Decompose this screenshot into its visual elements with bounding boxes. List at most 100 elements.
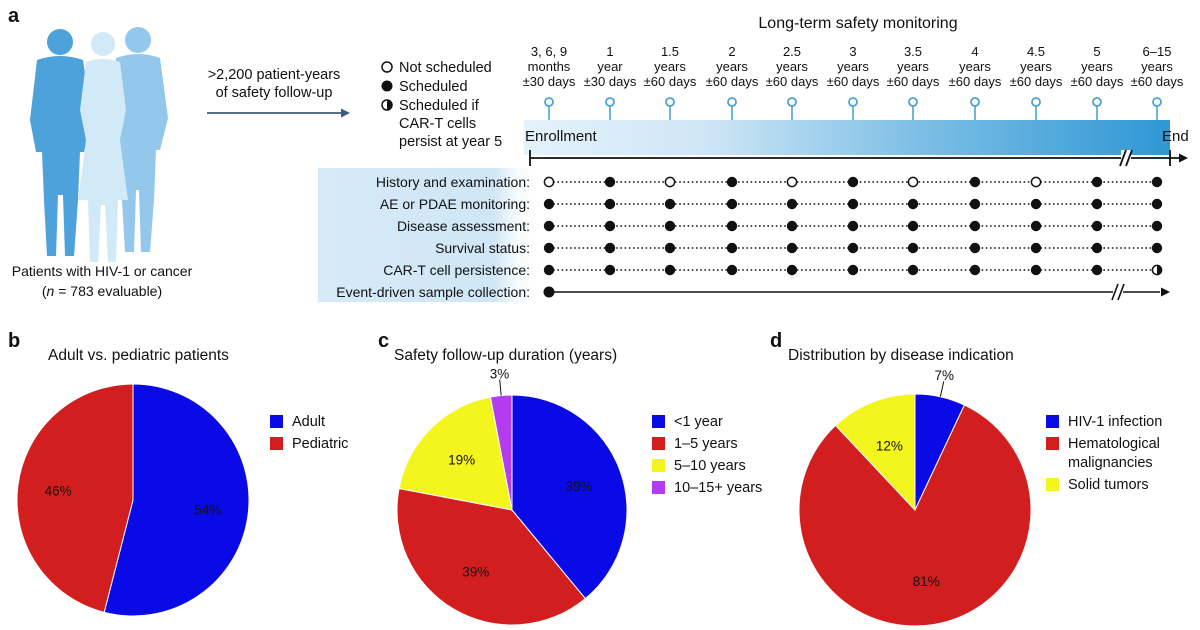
scheduled-dot-icon bbox=[726, 264, 738, 276]
legend-swatch bbox=[652, 481, 665, 494]
not-scheduled-dot-icon bbox=[907, 176, 919, 188]
schedule-row-label: Survival status: bbox=[435, 240, 530, 256]
timepoint-text: years bbox=[897, 59, 929, 74]
pie-title: Safety follow-up duration (years) bbox=[394, 347, 617, 364]
timepoint-text: years bbox=[1020, 59, 1052, 74]
scheduled-dot-icon bbox=[1151, 176, 1163, 188]
legend-swatch bbox=[1046, 478, 1059, 491]
enrollment-label: Enrollment bbox=[525, 128, 598, 145]
schedule-row-label: History and examination: bbox=[376, 174, 530, 190]
timepoint-text: ±30 days bbox=[584, 74, 637, 89]
scheduled-dot-icon bbox=[664, 220, 676, 232]
followup-line1: >2,200 patient-years bbox=[208, 67, 341, 83]
schedule-row-band bbox=[318, 168, 538, 302]
timepoint-text: 2.5 bbox=[783, 44, 801, 59]
scheduled-dot-icon bbox=[786, 242, 798, 254]
timepoint-text: 4.5 bbox=[1027, 44, 1045, 59]
not-scheduled-dot-icon bbox=[664, 176, 676, 188]
scheduled-dot-icon bbox=[726, 220, 738, 232]
scheduled-dot-icon bbox=[907, 264, 919, 276]
timepoint-text: 3 bbox=[849, 44, 856, 59]
timepoint-text: 1 bbox=[606, 44, 613, 59]
scheduled-dot-icon bbox=[543, 220, 555, 232]
timepoint-text: years bbox=[959, 59, 991, 74]
schedule-row-label: Disease assessment: bbox=[397, 218, 530, 234]
schedule-row-label: CAR-T cell persistence: bbox=[383, 262, 530, 278]
timepoint-text: ±60 days bbox=[644, 74, 697, 89]
pie-leader-line bbox=[939, 381, 945, 397]
legend-label: Adult bbox=[292, 414, 325, 430]
legend-conditional-line3: persist at year 5 bbox=[399, 134, 502, 150]
legend-not-scheduled: Not scheduled bbox=[399, 60, 492, 76]
scheduled-dot-icon bbox=[969, 264, 981, 276]
pie-title: Adult vs. pediatric patients bbox=[48, 347, 229, 364]
scheduled-dot-icon bbox=[907, 198, 919, 210]
timepoint-text: ±60 days bbox=[827, 74, 880, 89]
scheduled-dot-icon bbox=[543, 198, 555, 210]
pie-slice bbox=[834, 393, 916, 512]
followup-line2: of safety follow-up bbox=[216, 85, 333, 101]
timepoint-text: years bbox=[1081, 59, 1113, 74]
pin-head-icon bbox=[908, 97, 918, 107]
panel-label-a: a bbox=[8, 5, 20, 27]
event-row-line bbox=[543, 283, 1170, 301]
scheduled-dot-icon bbox=[1091, 220, 1103, 232]
patients-figure-icon bbox=[30, 27, 168, 262]
timepoint-text: years bbox=[776, 59, 808, 74]
pie-value-label: 3% bbox=[490, 367, 510, 382]
followup-arrow bbox=[207, 108, 350, 118]
pie-value-label: 7% bbox=[934, 368, 954, 383]
scheduled-dot-icon bbox=[907, 242, 919, 254]
pie-value-label: 46% bbox=[45, 484, 72, 499]
patients-caption-line1: Patients with HIV-1 or cancer bbox=[12, 263, 193, 279]
scheduled-dot-icon bbox=[786, 220, 798, 232]
timepoint-text: 1.5 bbox=[661, 44, 679, 59]
legend-label: Pediatric bbox=[292, 436, 348, 452]
timepoint-text: ±60 days bbox=[1071, 74, 1124, 89]
schedule-row: Disease assessment: bbox=[397, 218, 1163, 234]
pie-slice bbox=[798, 404, 1032, 627]
timepoint-text: ±60 days bbox=[766, 74, 819, 89]
end-label: End bbox=[1162, 128, 1189, 145]
not-scheduled-dot-icon bbox=[543, 176, 555, 188]
scheduled-dot-icon bbox=[1091, 198, 1103, 210]
pie-slice bbox=[103, 383, 250, 617]
legend-swatch bbox=[652, 459, 665, 472]
pie-leader-line bbox=[499, 379, 502, 396]
timepoint-text: years bbox=[654, 59, 686, 74]
timepoint-text: ±60 days bbox=[949, 74, 1002, 89]
scheduled-dot-icon bbox=[1030, 220, 1042, 232]
scheduled-dot-icon bbox=[907, 220, 919, 232]
scheduled-dot-icon bbox=[786, 264, 798, 276]
pin-head-icon bbox=[787, 97, 797, 107]
patients-caption-n: n bbox=[47, 283, 55, 299]
scheduled-dot-icon bbox=[726, 198, 738, 210]
legend-label: 5–10 years bbox=[674, 458, 746, 474]
patients-caption-open: ( bbox=[42, 283, 47, 299]
scheduled-dot-icon bbox=[726, 242, 738, 254]
schedule-row: CAR-T cell persistence: bbox=[383, 262, 1163, 278]
pie-slice bbox=[16, 383, 134, 613]
timepoint-text: year bbox=[597, 59, 623, 74]
pie-chart-adult-pediatric: Adult vs. pediatric patients54%46%AdultP… bbox=[16, 347, 348, 617]
timepoint-text: 5 bbox=[1093, 44, 1100, 59]
timepoint-text: ±60 days bbox=[706, 74, 759, 89]
scheduled-dot-icon bbox=[969, 242, 981, 254]
timepoint-text: ±60 days bbox=[887, 74, 940, 89]
scheduled-dot-icon bbox=[969, 220, 981, 232]
legend-half-circle-icon bbox=[381, 99, 393, 111]
conditional-dot-icon bbox=[1151, 264, 1163, 276]
pie-value-label: 12% bbox=[876, 438, 903, 453]
scheduled-dot-icon bbox=[847, 176, 859, 188]
panel-label-b: b bbox=[8, 330, 20, 352]
scheduled-dot-icon bbox=[604, 198, 616, 210]
schedule-row: AE or PDAE monitoring: bbox=[380, 196, 1163, 212]
scheduled-dot-icon bbox=[969, 176, 981, 188]
legend-swatch bbox=[652, 415, 665, 428]
scheduled-dot-icon bbox=[1151, 220, 1163, 232]
